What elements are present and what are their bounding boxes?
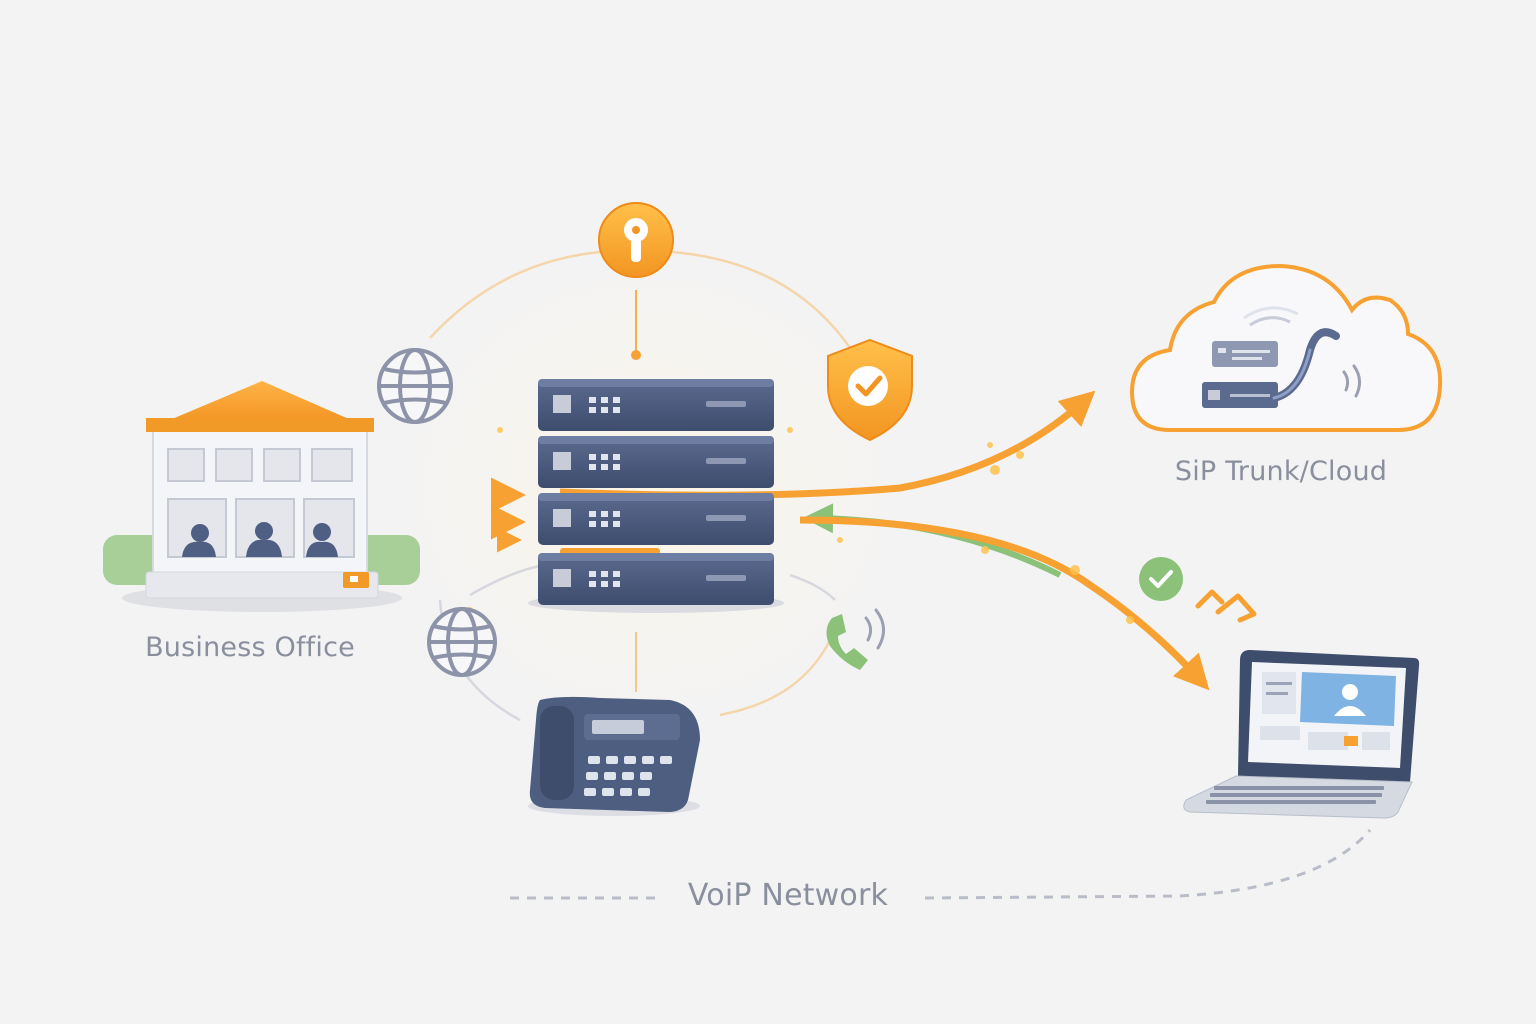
- key-connector-dot: [631, 350, 641, 360]
- signal-chevrons-icon: [1195, 589, 1257, 623]
- server-unit: [538, 553, 774, 605]
- check-circle-icon: [1139, 557, 1183, 601]
- server-rack-icon: [528, 379, 784, 613]
- network-dashed-line: [510, 829, 1372, 900]
- sip-trunk-cloud-label: SiP Trunk/Cloud: [1174, 456, 1388, 487]
- globe-icon: [377, 348, 453, 424]
- office-building-icon: [103, 381, 420, 612]
- laptop-video-call-icon: [1183, 650, 1420, 819]
- phone-call-icon: [826, 608, 885, 670]
- globe-icon: [427, 607, 497, 677]
- cloud-server-icon: [1129, 263, 1443, 432]
- desk-phone-icon: [528, 696, 700, 816]
- server-unit: [538, 493, 774, 545]
- server-unit: [538, 436, 774, 488]
- keyhole-icon: [598, 202, 674, 278]
- signal-sparkles: [467, 427, 1134, 624]
- voip-network-label: VoiP Network: [687, 878, 889, 913]
- server-unit: [538, 379, 774, 431]
- office-to-server-arrows: [370, 477, 526, 553]
- business-office-label: Business Office: [145, 632, 355, 663]
- shield-check-icon: [827, 338, 913, 442]
